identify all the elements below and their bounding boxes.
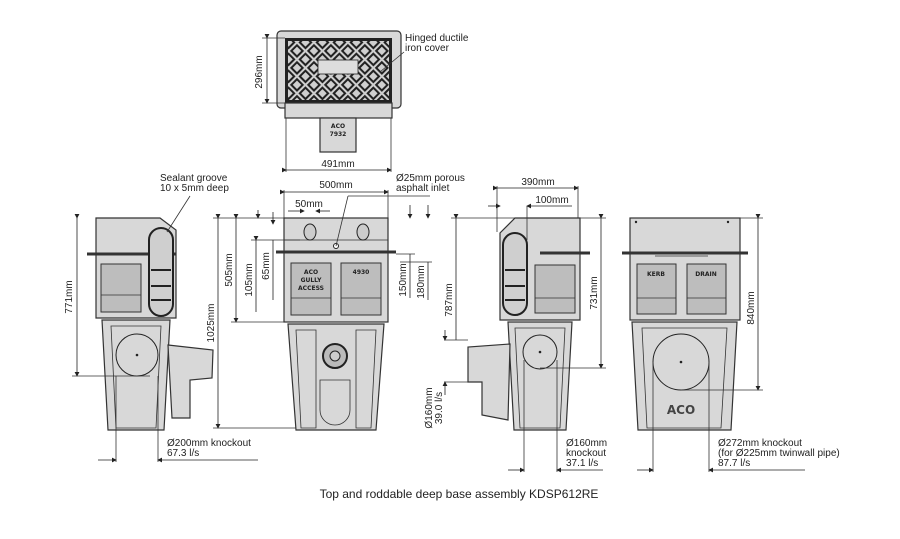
panel-text-2: GULLY — [301, 277, 323, 284]
dim-787: 787mm — [444, 283, 455, 316]
left-outlet-elbow — [167, 344, 214, 419]
right-side-view: 390mm 100mm 787mm 731mm Ø160mm 39.0 l/s … — [424, 177, 607, 473]
dim-296: 296mm — [254, 55, 265, 88]
dim-500: 500mm — [319, 180, 352, 191]
panel-4930 — [340, 262, 382, 316]
callout-sealant-1: Sealant groove — [160, 173, 228, 184]
dim-491: 491mm — [321, 159, 354, 170]
outlet-160-label: Ø160mm — [424, 387, 435, 428]
callout-cover-2: iron cover — [405, 43, 450, 54]
dim-505: 505mm — [224, 253, 235, 286]
knockout-200-label: Ø200mm knockout — [167, 438, 251, 449]
cover-logo-plate — [317, 59, 359, 75]
rear-view: KERB DRAIN ACO 840mm Ø272mm knockout (fo… — [622, 214, 840, 473]
cover-hinge-strip — [284, 102, 393, 119]
front-view: ACO GULLY ACCESS 4930 500mm 50mm Ø25mm p… — [206, 173, 465, 431]
front-base — [287, 323, 385, 431]
dim-50: 50mm — [295, 199, 323, 210]
inlet-left — [303, 223, 317, 241]
dim-65: 65mm — [261, 252, 272, 280]
panel-text-3: ACCESS — [298, 285, 324, 292]
panel-gully-access — [290, 262, 332, 316]
right-panel — [534, 264, 576, 314]
dim-180: 180mm — [416, 265, 427, 298]
panel-kerb — [636, 263, 677, 315]
dim-150: 150mm — [398, 263, 409, 296]
right-sealant-groove — [502, 232, 528, 316]
panel-drain — [686, 263, 727, 315]
callout-sealant-2: 10 x 5mm deep — [160, 183, 229, 194]
panel-4930-text: 4930 — [353, 269, 370, 276]
rodding-access — [319, 379, 351, 426]
panel-text-1: ACO — [304, 269, 318, 276]
knockout-272-note: (for Ø225mm twinwall pipe) — [718, 448, 840, 459]
panel-kerb-text: KERB — [647, 271, 665, 278]
dim-105: 105mm — [244, 263, 255, 296]
outlet-160-flow: 39.0 l/s — [434, 392, 445, 424]
knockout-272-flow: 87.7 l/s — [718, 458, 750, 469]
knockout-160-word: knockout — [566, 448, 606, 459]
inlet-right — [356, 223, 370, 241]
knockout-160-flow: 37.1 l/s — [566, 458, 598, 469]
figure-caption: Top and roddable deep base assembly KDSP… — [320, 487, 599, 501]
dim-100: 100mm — [535, 195, 568, 206]
cover-spigot — [319, 117, 357, 153]
dim-390: 390mm — [521, 177, 554, 188]
left-side-view: 771mm Ø200mm knockout 67.3 l/s Sealant g… — [64, 173, 258, 463]
top-view: ACO 7932 296mm 491mm Hinged ductile iron… — [254, 30, 469, 173]
dim-1025: 1025mm — [206, 304, 217, 343]
panel-drain-text: DRAIN — [695, 271, 717, 278]
knockout-272-label: Ø272mm knockout — [718, 438, 802, 449]
sealant-groove — [148, 227, 174, 317]
stamp-line-2: 7932 — [330, 131, 347, 138]
callout-inlet-2: asphalt inlet — [396, 183, 450, 194]
knockout-200-flow: 67.3 l/s — [167, 448, 199, 459]
aco-logo: ACO — [667, 403, 695, 417]
callout-cover-1: Hinged ductile — [405, 33, 469, 44]
dim-840: 840mm — [746, 291, 757, 324]
callout-inlet-1: Ø25mm porous — [396, 173, 465, 184]
knockout-160-label: Ø160mm — [566, 438, 607, 449]
dim-731: 731mm — [589, 276, 600, 309]
left-panel — [100, 263, 142, 313]
right-outlet-elbow — [467, 343, 511, 421]
stamp-line-1: ACO — [331, 123, 345, 130]
dim-771: 771mm — [64, 280, 75, 313]
